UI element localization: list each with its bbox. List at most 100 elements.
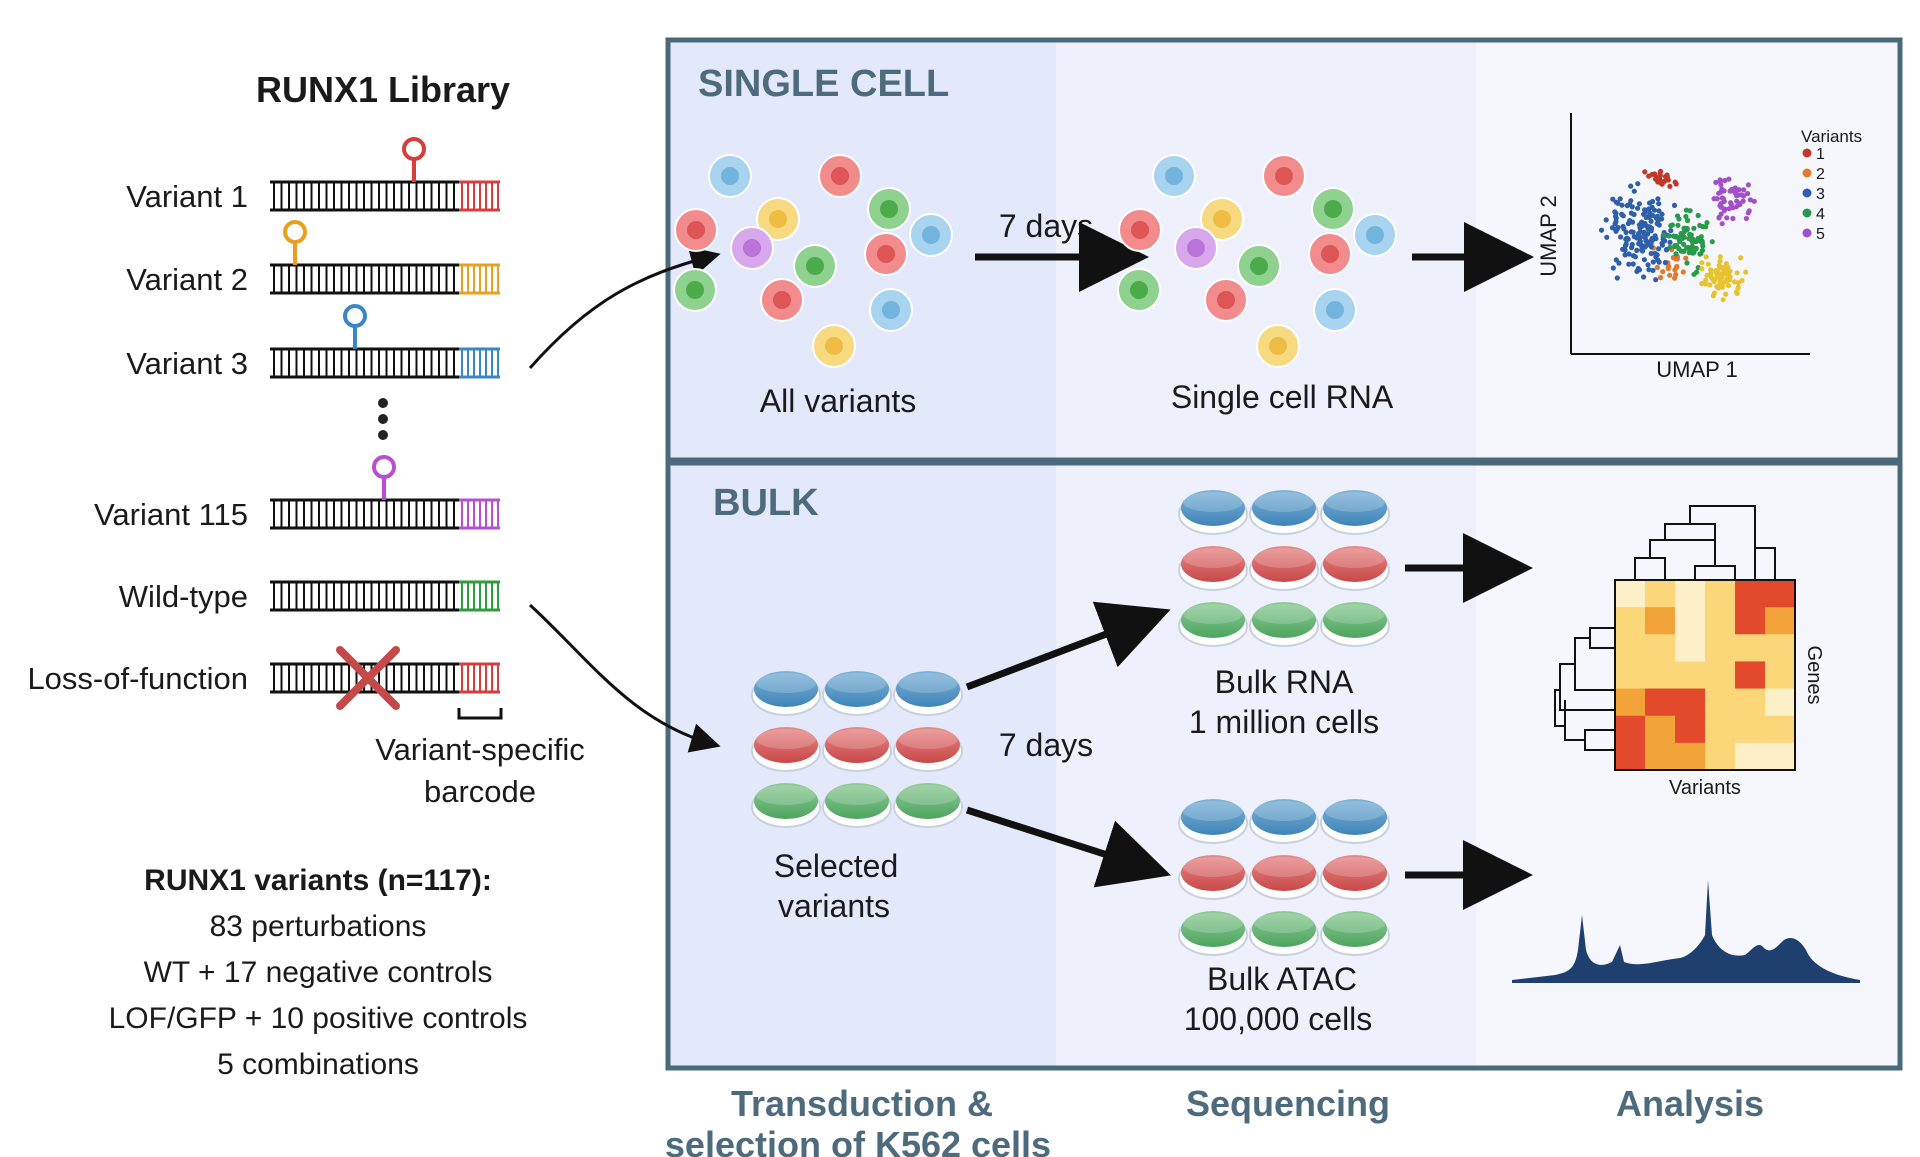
umap-point xyxy=(1687,231,1693,237)
umap-point xyxy=(1626,251,1632,257)
heatmap-cell xyxy=(1705,634,1736,662)
umap-point xyxy=(1733,204,1740,210)
single-cell-days-label: 7 days xyxy=(999,208,1093,244)
umap-point xyxy=(1703,254,1709,260)
heatmap-cell xyxy=(1615,688,1646,717)
umap-point xyxy=(1666,233,1672,239)
summary-title: RUNX1 variants (n=117): xyxy=(144,864,492,897)
umap-legend-item: 5 xyxy=(1802,226,1825,243)
heatmap-cell xyxy=(1705,607,1736,635)
variant-row: Variant 1 xyxy=(126,137,500,214)
umap-point xyxy=(1656,259,1662,265)
umap-point xyxy=(1659,216,1665,222)
umap-point xyxy=(1629,245,1635,251)
umap-point xyxy=(1660,232,1666,238)
selected-variants-dishes xyxy=(751,671,963,828)
heatmap-cell xyxy=(1765,580,1796,608)
to-bulk-rna-arrow xyxy=(965,601,1171,691)
umap-point xyxy=(1667,272,1673,278)
umap-point xyxy=(1684,260,1690,266)
cell-icon xyxy=(1117,268,1161,312)
column-label-analysis: Analysis xyxy=(1616,1083,1764,1124)
cell-icon xyxy=(730,226,774,270)
heatmap-cell xyxy=(1675,715,1706,744)
umap-point xyxy=(1623,229,1629,235)
umap-point xyxy=(1683,255,1689,261)
umap-point xyxy=(1699,247,1706,253)
umap-point xyxy=(1628,210,1634,216)
legend-swatch-icon xyxy=(1802,208,1812,218)
umap-point xyxy=(1656,208,1662,214)
variant-row: Variant 3 xyxy=(126,304,500,381)
umap-point xyxy=(1642,244,1648,250)
cell-icon xyxy=(1313,288,1357,332)
umap-point xyxy=(1665,266,1671,272)
umap-point xyxy=(1629,204,1635,210)
column-label-transduction-line1: Transduction & xyxy=(731,1083,993,1124)
umap-legend-item: 4 xyxy=(1802,206,1825,223)
umap-point xyxy=(1667,244,1673,250)
umap-legend-label: 2 xyxy=(1816,166,1825,183)
umap-point xyxy=(1691,225,1697,231)
umap-point xyxy=(1656,222,1662,228)
umap-point xyxy=(1653,176,1659,182)
cell-icon xyxy=(708,154,752,198)
umap-point xyxy=(1717,254,1723,260)
bulk-atac-line1: Bulk ATAC xyxy=(1207,961,1357,997)
heatmap-cell xyxy=(1765,634,1796,662)
heatmap-cell xyxy=(1615,715,1646,744)
umap-point xyxy=(1708,270,1714,276)
cell-icon xyxy=(760,278,804,322)
umap-point xyxy=(1671,202,1678,208)
bulk-atac-line2: 100,000 cells xyxy=(1184,1001,1373,1037)
mutation-pin-icon xyxy=(402,137,426,161)
culture-dish-icon xyxy=(1178,799,1248,844)
variant-row: Wild-type xyxy=(119,579,500,614)
umap-point xyxy=(1725,264,1731,270)
heatmap-cell xyxy=(1615,634,1646,662)
umap-point xyxy=(1603,217,1609,223)
culture-dish-icon xyxy=(1178,602,1248,647)
umap-point xyxy=(1738,255,1744,261)
umap-point xyxy=(1721,198,1727,204)
umap-point xyxy=(1636,201,1642,207)
cell-icon xyxy=(1204,278,1248,322)
umap-legend-label: 3 xyxy=(1816,186,1825,203)
culture-dish-icon xyxy=(1320,799,1390,844)
cell-icon xyxy=(756,197,800,241)
umap-point xyxy=(1662,259,1668,266)
umap-legend-label: 5 xyxy=(1816,226,1825,243)
all-variants-cells xyxy=(673,154,953,368)
culture-dish-icon xyxy=(1320,911,1390,956)
umap-point xyxy=(1676,246,1682,252)
umap-point xyxy=(1623,236,1629,242)
umap-point xyxy=(1656,246,1662,252)
umap-point xyxy=(1636,240,1642,246)
umap-point xyxy=(1724,215,1730,221)
heatmap-cell xyxy=(1765,661,1796,690)
umap-legend-item: 1 xyxy=(1802,146,1825,163)
cell-icon xyxy=(1308,232,1352,276)
culture-dish-icon xyxy=(893,671,963,716)
heatmap-cell xyxy=(1615,742,1646,771)
umap-point xyxy=(1679,236,1685,242)
umap-point xyxy=(1673,251,1679,257)
umap-point xyxy=(1610,196,1616,202)
umap-point xyxy=(1614,275,1620,281)
umap-point xyxy=(1629,219,1636,225)
legend-swatch-icon xyxy=(1802,188,1812,198)
heatmap-cell xyxy=(1705,688,1736,717)
umap-point xyxy=(1620,223,1626,230)
umap-point xyxy=(1645,231,1651,237)
umap-point xyxy=(1617,196,1623,202)
arrow-to-single-cell xyxy=(528,246,721,369)
umap-point xyxy=(1700,243,1706,249)
umap-point xyxy=(1655,196,1661,202)
umap-point xyxy=(1641,274,1647,280)
culture-dish-icon xyxy=(1320,546,1390,591)
umap-point xyxy=(1699,260,1705,266)
umap-point xyxy=(1662,174,1669,180)
umap-plot xyxy=(1570,113,1810,355)
heatmap-cell xyxy=(1615,607,1646,635)
